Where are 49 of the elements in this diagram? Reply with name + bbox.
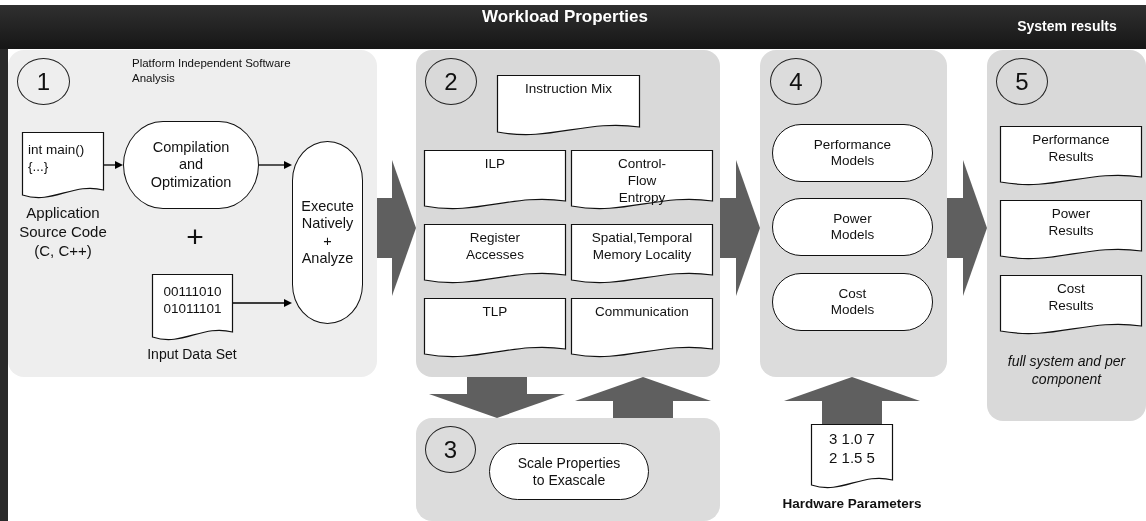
step-number: 2 — [444, 67, 458, 96]
node-label: Communication — [594, 303, 690, 321]
arrow — [232, 299, 292, 307]
node-label: Cost Models — [830, 285, 875, 319]
node-label: Input Data Set — [146, 346, 238, 364]
node-label: Spatial,Temporal Memory Locality — [590, 229, 694, 264]
step-number: 3 — [443, 435, 458, 464]
panel-heading: Platform Independent Software Analysis — [132, 56, 292, 86]
node-label: Control-Flow Entropy — [618, 155, 666, 207]
stage-panel — [987, 50, 1146, 421]
block-arrow — [720, 160, 760, 296]
step-circle — [17, 58, 70, 105]
block-arrow — [377, 160, 416, 296]
step-number: 5 — [1015, 67, 1029, 96]
node-label: Performance Results — [1032, 131, 1110, 166]
node-label: Application Source Code (C, C++) — [18, 204, 108, 261]
stage-panel — [416, 418, 720, 521]
arrow — [258, 161, 292, 169]
node-label: 00111010 01011101 — [162, 283, 223, 318]
node-label: int main() {...} — [27, 141, 86, 176]
plus-sign: + — [185, 222, 205, 252]
step-circle — [425, 426, 476, 473]
block-arrow — [784, 377, 920, 424]
node-label: TLP — [481, 303, 509, 321]
block-arrow — [575, 377, 711, 418]
node-label: Hardware Parameters — [781, 496, 923, 513]
stage-panel — [760, 50, 947, 377]
node-label: Power Results — [1048, 205, 1094, 240]
node-label: Instruction Mix — [524, 80, 613, 98]
section-heading: System results — [1016, 19, 1118, 33]
process-box — [489, 443, 649, 500]
panel-note: full system and per component — [1006, 352, 1127, 389]
block-arrow — [429, 377, 565, 418]
block-arrow — [947, 160, 987, 296]
step-number: 4 — [789, 67, 803, 96]
stage-panel — [8, 50, 377, 377]
node-label: Scale Properties to Exascale — [516, 454, 622, 489]
node-label: Performance Models — [813, 136, 892, 170]
section-heading: Workload Properties — [481, 8, 649, 25]
node-label: ILP — [483, 155, 507, 173]
node-label: Cost Results — [1048, 280, 1094, 315]
node-label: Power Models — [830, 210, 875, 244]
node-label: Register Accesses — [466, 229, 524, 264]
node-label: Execute Natively + Analyze — [301, 197, 354, 268]
node-label: 3 1.0 7 2 1.5 5 — [828, 429, 876, 468]
stage-panel — [416, 50, 720, 377]
arrow — [103, 161, 123, 169]
step-number: 1 — [36, 67, 51, 96]
node-label: Compilation and Optimization — [150, 138, 232, 192]
